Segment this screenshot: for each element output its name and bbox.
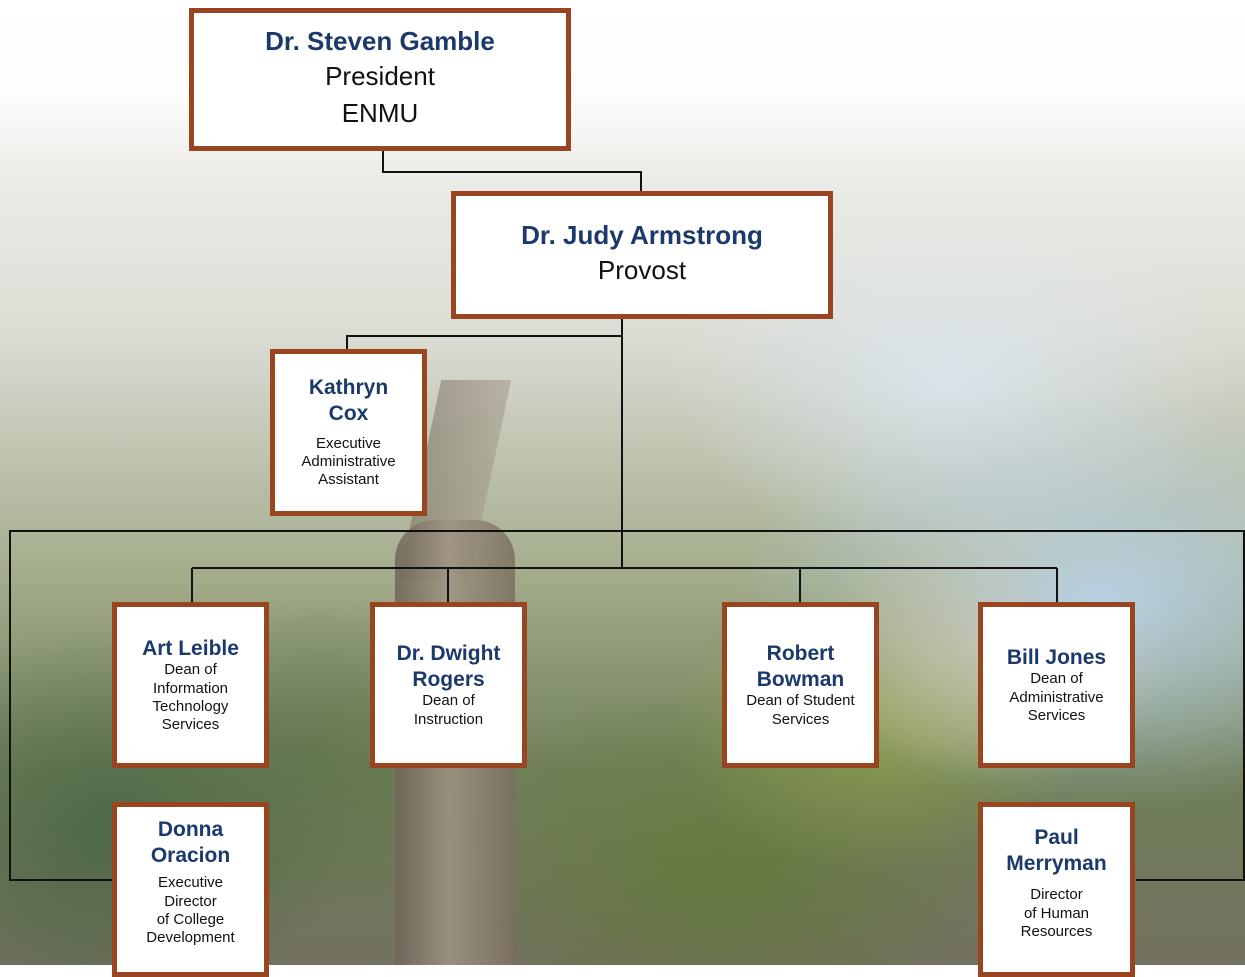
dean-role-line: Services xyxy=(771,710,830,728)
org-box-provost: Dr. Judy Armstrong Provost xyxy=(451,191,833,319)
dean-role-line: Instruction xyxy=(413,710,484,728)
director-role-line: Executive xyxy=(157,874,224,892)
president-name: Dr. Steven Gamble xyxy=(265,25,495,56)
dean-role-line: Technology xyxy=(152,697,229,715)
director-role-line: Development xyxy=(146,929,235,947)
connector-outer-frame xyxy=(9,530,622,881)
president-org: ENMU xyxy=(341,98,419,129)
connector-assistant xyxy=(346,335,622,351)
org-box-director-college-development: Donna Oracion Executive Director of Coll… xyxy=(112,802,269,977)
director-role-line: of College xyxy=(156,910,225,928)
org-box-assistant: Kathryn Cox Executive Administrative Ass… xyxy=(270,349,427,516)
director-role-line: Resources xyxy=(1020,922,1093,940)
assistant-name-line1: Kathryn xyxy=(308,376,389,400)
org-box-president: Dr. Steven Gamble President ENMU xyxy=(189,8,571,151)
dean-name: Art Leible xyxy=(142,636,239,660)
org-box-dean-student-services: Robert Bowman Dean of Student Services xyxy=(722,602,879,768)
director-role-line: Director xyxy=(1030,886,1083,904)
org-box-director-human-resources: Paul Merryman Director of Human Resource… xyxy=(978,802,1135,977)
dean-name: Bowman xyxy=(756,667,845,691)
dean-role-line: Services xyxy=(161,716,220,734)
dean-role-line: Administrative xyxy=(1009,688,1104,706)
dean-name: Robert xyxy=(766,642,835,666)
assistant-role-line2: Administrative xyxy=(301,452,396,470)
connector-president-provost xyxy=(382,148,642,193)
provost-name: Dr. Judy Armstrong xyxy=(521,220,763,251)
dean-name: Dr. Dwight xyxy=(396,642,501,666)
director-role-line: Director xyxy=(164,892,217,910)
dean-role-line: Dean of xyxy=(164,661,217,679)
director-name: Paul xyxy=(1034,826,1079,849)
dean-role-line: Dean of xyxy=(1030,670,1083,688)
org-box-dean-administrative-services: Bill Jones Dean of Administrative Servic… xyxy=(978,602,1135,768)
dean-role-line: Information xyxy=(152,679,229,697)
dean-role-line: Dean of Student xyxy=(746,692,855,710)
dean-name: Rogers xyxy=(412,667,485,691)
director-name: Oracion xyxy=(150,843,231,867)
director-name: Merryman xyxy=(1006,851,1107,875)
connector-outer-frame-right xyxy=(622,530,1245,881)
director-role-line: of Human xyxy=(1023,904,1090,922)
assistant-role-line1: Executive xyxy=(315,434,382,452)
president-title: President xyxy=(325,60,435,91)
assistant-role-line3: Assistant xyxy=(318,471,379,489)
director-name: Donna xyxy=(157,818,224,841)
dean-role-line: Dean of xyxy=(422,692,475,710)
dean-name: Bill Jones xyxy=(1006,645,1107,669)
dean-role-line: Services xyxy=(1027,706,1086,724)
assistant-name-line2: Cox xyxy=(328,402,369,426)
provost-title: Provost xyxy=(597,255,687,286)
org-box-dean-it: Art Leible Dean of Information Technolog… xyxy=(112,602,269,768)
org-box-dean-instruction: Dr. Dwight Rogers Dean of Instruction xyxy=(370,602,527,768)
